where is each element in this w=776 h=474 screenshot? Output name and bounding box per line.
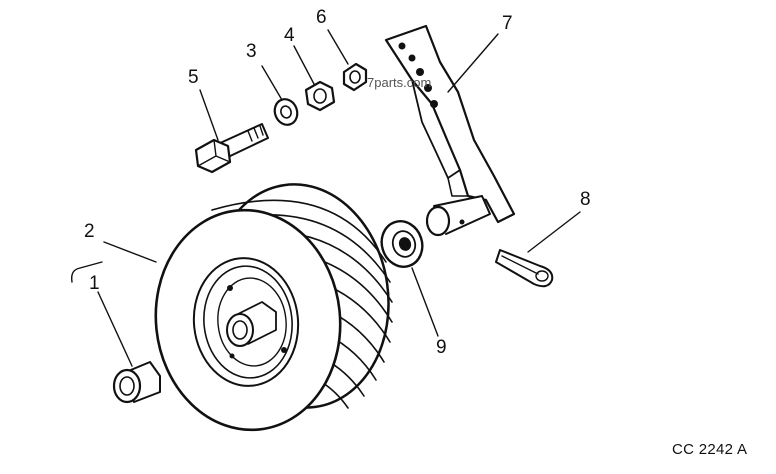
callout-1: 1 [89, 273, 100, 294]
wheel-tire-icon [145, 173, 403, 439]
callout-2: 2 [84, 221, 95, 242]
callout-leaders [72, 30, 580, 366]
leader-2 [104, 242, 156, 262]
callout-6: 6 [316, 7, 327, 28]
leader-8 [528, 212, 580, 252]
leader-3 [262, 66, 282, 100]
bracket-2 [72, 262, 102, 282]
callout-3: 3 [246, 41, 257, 62]
bolt-icon [196, 124, 268, 172]
washer-icon [271, 96, 301, 128]
washer-icon [376, 216, 428, 272]
nut-icon [344, 64, 366, 90]
callout-4: 4 [284, 25, 295, 46]
watermark: 7parts.com [367, 75, 432, 90]
callout-9: 9 [436, 337, 447, 358]
support-arm-icon [386, 26, 514, 235]
leader-6 [328, 30, 348, 64]
callout-8: 8 [580, 189, 591, 210]
callout-7: 7 [502, 13, 513, 34]
leader-5 [200, 90, 218, 140]
leader-7 [448, 34, 498, 92]
callout-5: 5 [188, 67, 199, 88]
leader-1 [98, 292, 132, 366]
leader-4 [294, 46, 314, 84]
bushing-icon [114, 362, 160, 402]
cotter-pin-icon [496, 250, 552, 286]
leader-9 [412, 268, 438, 336]
figure-code: CC 2242 A [672, 441, 748, 458]
nut-icon [306, 82, 334, 110]
